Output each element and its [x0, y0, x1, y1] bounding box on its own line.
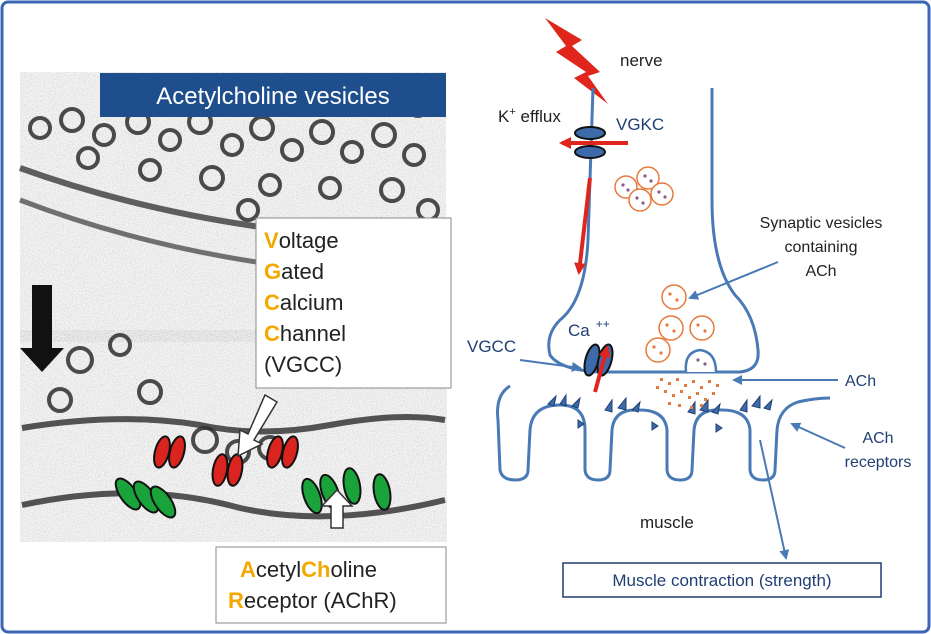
achr-label: AcetylCholine Receptor (AChR) [228, 557, 397, 613]
calcium-influx-arrow [593, 345, 611, 393]
svg-text:ACh: ACh [862, 430, 893, 447]
vgkc-label: VGKC [616, 115, 664, 134]
k-efflux-label: K+ efflux [498, 106, 561, 126]
svg-text:Gated: Gated [264, 259, 324, 284]
ach-receptor-icons [547, 393, 773, 433]
achr-pointer-arrow-icon [320, 488, 354, 529]
svg-text:Synaptic vesicles: Synaptic vesicles [760, 215, 883, 232]
muscle-membrane [496, 384, 831, 482]
fusing-vesicle [684, 348, 718, 373]
vgcc-label: VGCC [467, 337, 516, 356]
synaptic-vesicles-upper [614, 166, 674, 212]
vgkc-channel-icon [574, 126, 606, 159]
banner [100, 73, 446, 117]
vgcc-label: Voltage Gated Calcium Channel (VGCC) [264, 228, 346, 377]
ca-label: Ca++ [568, 317, 610, 340]
svg-text:Voltage: Voltage [264, 228, 339, 253]
svg-text:receptors: receptors [845, 454, 912, 471]
nerve-terminal-membrane [547, 87, 760, 374]
svg-text:AcetylCholine: AcetylCholine [240, 557, 377, 582]
svg-text:Channel: Channel [264, 321, 346, 346]
ach-receptors-label: ACh receptors [845, 430, 912, 471]
vgcc-pointer-line [519, 359, 582, 372]
down-arrow-icon [20, 285, 64, 372]
outcome-box [562, 562, 882, 598]
svg-text:Receptor (AChR): Receptor (AChR) [228, 588, 397, 613]
synaptic-vesicles-label: Synaptic vesicles containing ACh [760, 215, 883, 280]
action-potential-arrow [574, 177, 592, 275]
vesicle-contents-upper [621, 174, 667, 205]
svg-text:(VGCC): (VGCC) [264, 352, 342, 377]
achr-label-box [215, 546, 447, 624]
svg-text:ACh: ACh [805, 263, 836, 280]
ach-receptors-pointer [790, 422, 846, 449]
synaptic-vesicles-lower [645, 284, 715, 363]
muscle-label: muscle [640, 513, 694, 532]
vgcc-label-box [255, 217, 452, 389]
banner-title: Acetylcholine vesicles [156, 83, 389, 110]
nerve-label: nerve [620, 51, 663, 70]
released-ach-dots [656, 378, 719, 409]
achr-receptors-micrograph [114, 467, 392, 519]
lightning-bolt-icon [545, 18, 608, 104]
contraction-arrow [759, 439, 790, 560]
vgcc-pointer-arrow-icon [237, 393, 279, 458]
outcome-label: Muscle contraction (strength) [612, 571, 831, 590]
ach-label: ACh [845, 373, 876, 390]
vgcc-channels-micrograph [153, 435, 299, 487]
svg-text:containing: containing [785, 239, 858, 256]
synaptic-vesicles-pointer [688, 261, 779, 300]
vesicle-contents-lower [652, 292, 707, 355]
svg-text:Calcium: Calcium [264, 290, 343, 315]
